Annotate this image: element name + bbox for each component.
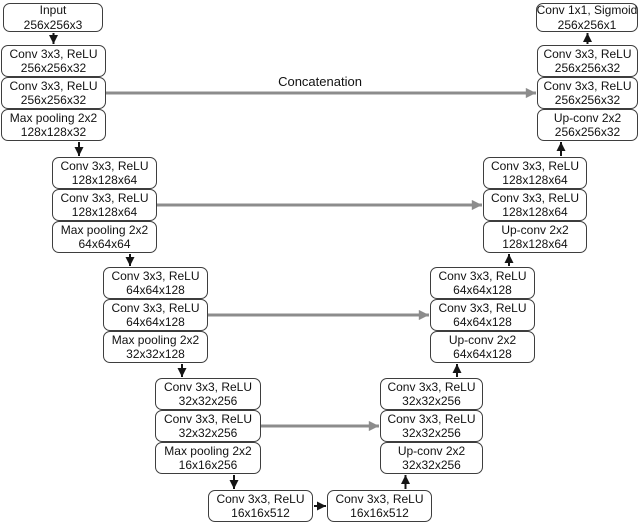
node-enc2-pool-line2: 64x64x64 bbox=[78, 237, 131, 251]
node-enc4-conv2-line2: 32x32x256 bbox=[178, 426, 238, 440]
node-enc2-conv2-line1: Conv 3x3, ReLU bbox=[60, 190, 149, 205]
node-dec2-upconv-line2: 128x128x64 bbox=[502, 237, 568, 251]
node-enc3-conv1: Conv 3x3, ReLU 64x64x128 bbox=[103, 267, 208, 299]
node-enc4-pool-line2: 16x16x256 bbox=[178, 458, 238, 472]
node-enc4-conv2: Conv 3x3, ReLU 32x32x256 bbox=[155, 410, 261, 442]
node-dec1-conv-top: Conv 3x3, ReLU 256x256x32 bbox=[537, 45, 638, 77]
node-dec1-conv-top-line1: Conv 3x3, ReLU bbox=[543, 46, 632, 61]
node-dec3-conv-mid-line2: 64x64x128 bbox=[453, 315, 512, 329]
node-dec2-conv-top: Conv 3x3, ReLU 128x128x64 bbox=[483, 157, 587, 189]
node-bottleneck-conv1-line1: Conv 3x3, ReLU bbox=[216, 491, 305, 506]
node-dec4-conv-top-line1: Conv 3x3, ReLU bbox=[387, 379, 476, 394]
node-enc3-conv1-line2: 64x64x128 bbox=[126, 283, 185, 297]
node-input-line2: 256x256x3 bbox=[23, 17, 83, 32]
node-input: Input 256x256x3 bbox=[3, 3, 103, 32]
node-enc2-conv2: Conv 3x3, ReLU 128x128x64 bbox=[52, 189, 157, 221]
concatenation-label: Concatenation bbox=[278, 74, 362, 89]
node-enc3-pool-line2: 32x32x128 bbox=[126, 347, 185, 361]
node-dec4-conv-mid-line2: 32x32x256 bbox=[402, 426, 461, 440]
node-dec3-conv-top-line2: 64x64x128 bbox=[453, 283, 512, 297]
node-enc4-conv1: Conv 3x3, ReLU 32x32x256 bbox=[155, 378, 261, 410]
node-enc1-conv1: Conv 3x3, ReLU 256x256x32 bbox=[1, 45, 106, 77]
node-bottleneck-conv1: Conv 3x3, ReLU 16x16x512 bbox=[208, 490, 313, 522]
node-enc1-pool-line2: 128x128x32 bbox=[20, 125, 87, 139]
node-enc1-conv2: Conv 3x3, ReLU 256x256x32 bbox=[1, 77, 106, 109]
node-output-line2: 256x256x1 bbox=[557, 17, 617, 32]
node-enc2-conv1-line1: Conv 3x3, ReLU bbox=[60, 158, 149, 173]
node-dec1-upconv: Up-conv 2x2 256x256x32 bbox=[537, 109, 638, 141]
node-dec1-conv-mid-line2: 256x256x32 bbox=[554, 93, 621, 107]
node-dec2-conv-mid: Conv 3x3, ReLU 128x128x64 bbox=[483, 189, 587, 221]
node-bottleneck-conv2: Conv 3x3, ReLU 16x16x512 bbox=[327, 490, 432, 522]
node-enc3-pool: Max pooling 2x2 32x32x128 bbox=[103, 331, 208, 363]
node-dec4-upconv: Up-conv 2x2 32x32x256 bbox=[380, 442, 483, 474]
node-enc2-pool-line1: Max pooling 2x2 bbox=[60, 222, 149, 237]
node-enc3-conv2: Conv 3x3, ReLU 64x64x128 bbox=[103, 299, 208, 331]
node-output-line1: Conv 1x1, Sigmoid bbox=[536, 3, 638, 17]
node-dec4-conv-top: Conv 3x3, ReLU 32x32x256 bbox=[380, 378, 483, 410]
node-enc3-conv2-line2: 64x64x128 bbox=[126, 315, 185, 329]
node-enc2-conv2-line2: 128x128x64 bbox=[71, 205, 138, 219]
node-dec4-upconv-line2: 32x32x256 bbox=[402, 458, 461, 472]
node-enc4-conv1-line2: 32x32x256 bbox=[178, 394, 238, 408]
node-dec3-upconv-line1: Up-conv 2x2 bbox=[448, 332, 517, 347]
node-dec3-upconv: Up-conv 2x2 64x64x128 bbox=[430, 331, 535, 363]
node-dec2-conv-top-line2: 128x128x64 bbox=[502, 173, 568, 187]
node-dec4-conv-mid-line1: Conv 3x3, ReLU bbox=[387, 411, 476, 426]
node-dec3-upconv-line2: 64x64x128 bbox=[453, 347, 512, 361]
node-dec2-conv-mid-line2: 128x128x64 bbox=[502, 205, 568, 219]
node-bottleneck-conv1-line2: 16x16x512 bbox=[231, 506, 290, 520]
node-enc1-pool-line1: Max pooling 2x2 bbox=[9, 110, 98, 125]
node-enc3-conv2-line1: Conv 3x3, ReLU bbox=[111, 300, 200, 315]
node-enc1-conv1-line1: Conv 3x3, ReLU bbox=[9, 46, 98, 61]
node-dec1-upconv-line1: Up-conv 2x2 bbox=[553, 110, 622, 125]
node-enc4-pool: Max pooling 2x2 16x16x256 bbox=[155, 442, 261, 474]
node-output: Conv 1x1, Sigmoid 256x256x1 bbox=[536, 3, 638, 32]
node-dec1-conv-top-line2: 256x256x32 bbox=[554, 61, 621, 75]
node-enc4-pool-line1: Max pooling 2x2 bbox=[164, 443, 252, 458]
node-enc3-conv1-line1: Conv 3x3, ReLU bbox=[111, 268, 200, 283]
node-dec1-conv-mid-line1: Conv 3x3, ReLU bbox=[543, 78, 632, 93]
node-dec3-conv-mid-line1: Conv 3x3, ReLU bbox=[438, 300, 527, 315]
node-dec4-upconv-line1: Up-conv 2x2 bbox=[397, 443, 466, 458]
node-enc2-conv1-line2: 128x128x64 bbox=[71, 173, 138, 187]
node-dec1-conv-mid: Conv 3x3, ReLU 256x256x32 bbox=[537, 77, 638, 109]
node-dec1-upconv-line2: 256x256x32 bbox=[554, 125, 621, 139]
node-dec4-conv-top-line2: 32x32x256 bbox=[402, 394, 461, 408]
node-enc4-conv2-line1: Conv 3x3, ReLU bbox=[163, 411, 253, 426]
node-dec2-upconv-line1: Up-conv 2x2 bbox=[501, 222, 569, 237]
node-enc2-pool: Max pooling 2x2 64x64x64 bbox=[52, 221, 157, 253]
node-enc2-conv1: Conv 3x3, ReLU 128x128x64 bbox=[52, 157, 157, 189]
node-enc1-pool: Max pooling 2x2 128x128x32 bbox=[1, 109, 106, 141]
node-dec2-conv-mid-line1: Conv 3x3, ReLU bbox=[490, 190, 580, 205]
node-dec3-conv-mid: Conv 3x3, ReLU 64x64x128 bbox=[430, 299, 535, 331]
node-input-line1: Input bbox=[39, 3, 67, 17]
node-enc4-conv1-line1: Conv 3x3, ReLU bbox=[163, 379, 253, 394]
node-enc1-conv2-line2: 256x256x32 bbox=[20, 93, 87, 107]
node-enc1-conv2-line1: Conv 3x3, ReLU bbox=[9, 78, 98, 93]
node-bottleneck-conv2-line1: Conv 3x3, ReLU bbox=[335, 491, 424, 506]
node-enc3-pool-line1: Max pooling 2x2 bbox=[111, 332, 200, 347]
node-enc1-conv1-line2: 256x256x32 bbox=[20, 61, 87, 75]
node-dec2-conv-top-line1: Conv 3x3, ReLU bbox=[490, 158, 580, 173]
node-bottleneck-conv2-line2: 16x16x512 bbox=[350, 506, 409, 520]
node-dec3-conv-top: Conv 3x3, ReLU 64x64x128 bbox=[430, 267, 535, 299]
node-dec3-conv-top-line1: Conv 3x3, ReLU bbox=[438, 268, 527, 283]
node-dec4-conv-mid: Conv 3x3, ReLU 32x32x256 bbox=[380, 410, 483, 442]
node-dec2-upconv: Up-conv 2x2 128x128x64 bbox=[483, 221, 587, 253]
